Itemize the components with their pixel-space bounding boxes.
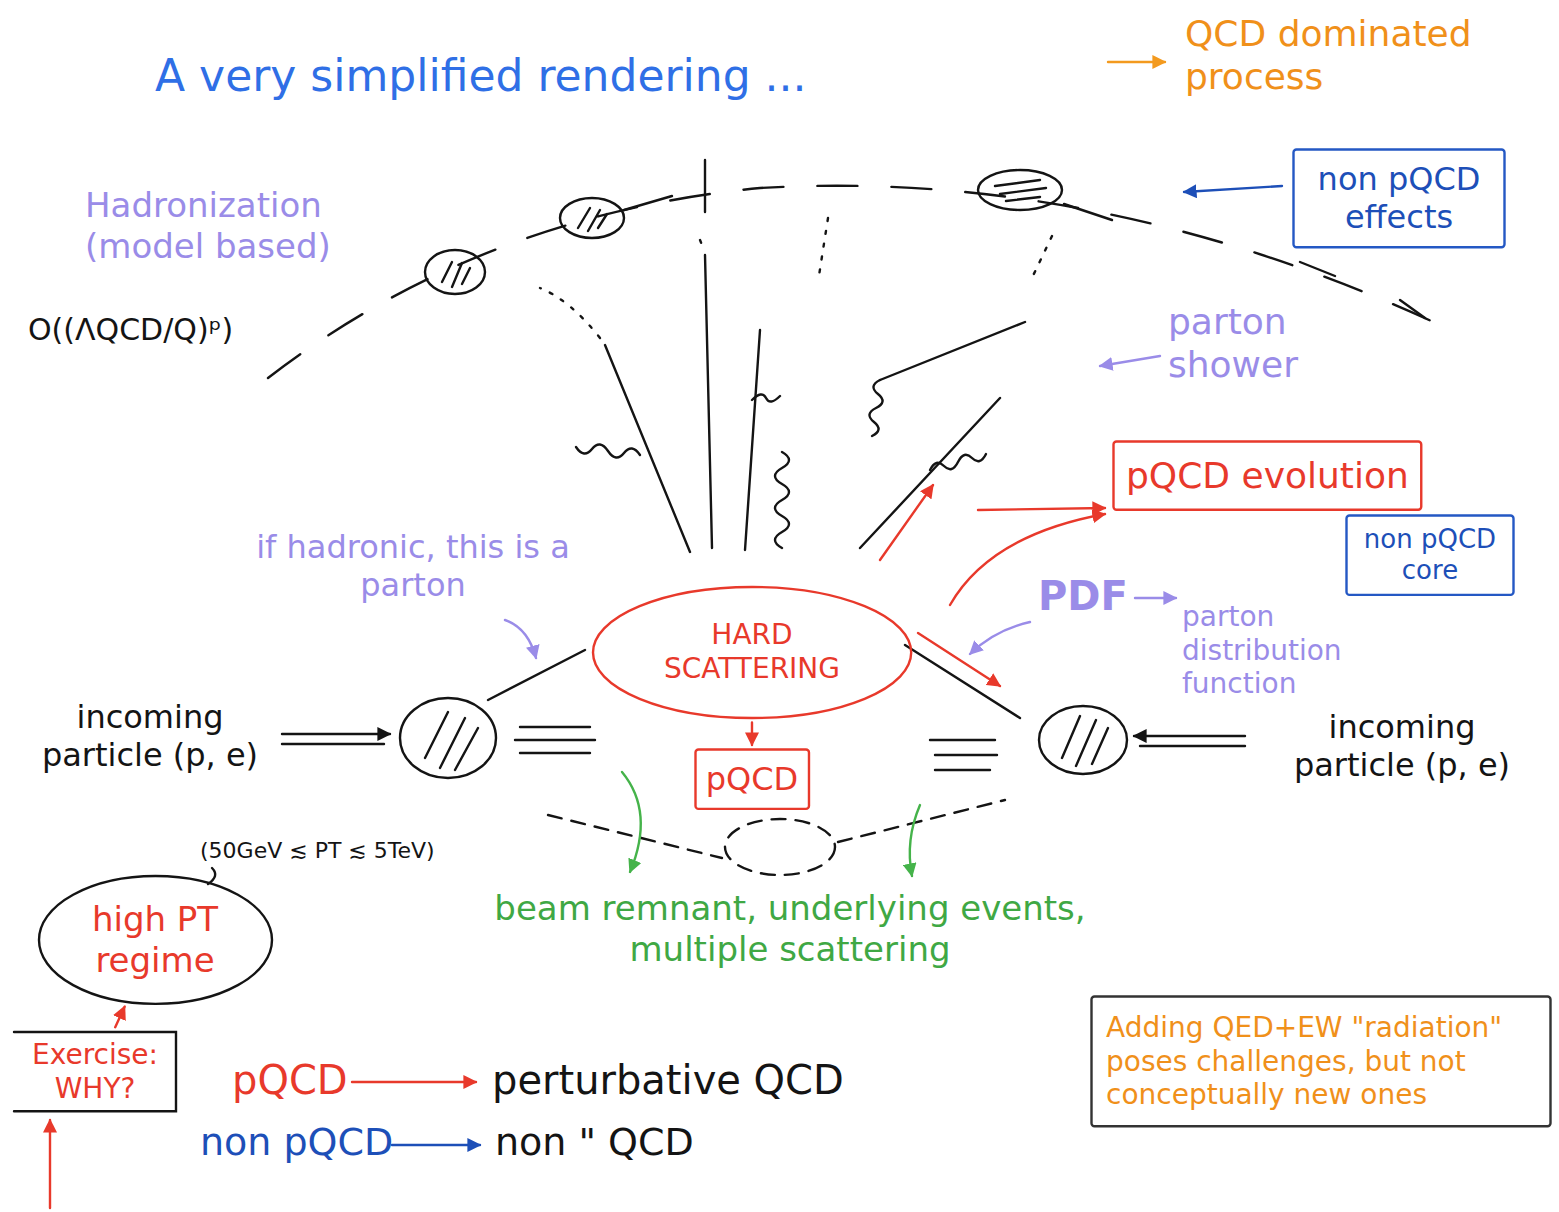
core-box: non pQCD core — [1345, 514, 1515, 596]
parton-line — [880, 322, 1025, 380]
beam-arrow — [1140, 745, 1245, 747]
abbreviation: pQCD — [232, 1056, 348, 1104]
hadron-line — [704, 160, 706, 212]
title: A very simplified rendering ... — [155, 50, 807, 103]
parton-line — [860, 398, 1000, 548]
power-correction: O((ΛQCD/Q)ᵖ) — [28, 312, 233, 348]
connector — [115, 1007, 124, 1028]
remnant-lines — [515, 727, 595, 753]
regime-circle: high PT regime — [37, 874, 274, 1006]
hadron-line — [624, 196, 672, 210]
evolution-arrow — [880, 485, 933, 560]
pqcd-box: pQCD — [694, 748, 810, 810]
blob-hatch — [1062, 716, 1108, 766]
parton-note: if hadronic, this is a parton — [248, 528, 578, 605]
beam-arrow — [282, 743, 384, 745]
blob-hatch — [995, 180, 1046, 201]
pqcd-text: pQCD — [706, 760, 798, 798]
blob-hatch — [442, 262, 470, 287]
outline-ellipse — [593, 587, 911, 718]
pointer-arrow — [49, 1120, 51, 1208]
pt-range: (50GeV ≲ PT ≲ 5TeV) — [200, 838, 435, 864]
effects-box: non pQCD effects — [1292, 148, 1506, 249]
parton-line — [745, 330, 760, 550]
evolution-text: pQCD evolution — [1126, 454, 1409, 497]
evolution-arrow — [978, 508, 1105, 510]
regime-text: high PT regime — [80, 899, 230, 981]
shower-label: parton shower — [1168, 300, 1368, 386]
remnant-lines — [930, 740, 997, 770]
pointer-arrow — [352, 1081, 476, 1083]
outline-rect — [1092, 997, 1551, 1127]
range-bracket — [208, 868, 215, 884]
gluon — [576, 444, 640, 457]
abbreviation: non pQCD — [200, 1120, 393, 1166]
incoming-label: incoming particle (p, e) — [1292, 708, 1512, 785]
note-text: Adding QED+EW "radiation" poses challeng… — [1106, 1011, 1536, 1112]
core-text: non pQCD core — [1355, 524, 1505, 586]
pdf-label: PDF — [1038, 572, 1128, 620]
remnant-dashed — [838, 800, 1005, 842]
incoming-label: incoming particle (p, e) — [40, 698, 260, 775]
remnant-dashed — [548, 815, 722, 858]
beam-arrow — [1134, 735, 1245, 737]
outline-bracket — [14, 1032, 176, 1111]
exercise-text: Exercise: WHY? — [20, 1038, 170, 1105]
parton-line — [605, 345, 690, 552]
hard-scattering-ellipse: HARD SCATTERING — [591, 585, 913, 720]
incoming-blob — [1039, 706, 1127, 774]
hadron-blob — [425, 250, 485, 294]
blob-hatch — [578, 208, 607, 231]
outline-rect — [695, 750, 808, 809]
outline-rect — [1347, 516, 1514, 595]
remnant-label: beam remnant, underlying events, multipl… — [440, 888, 1140, 970]
abbreviation-meaning: non " QCD — [495, 1120, 694, 1166]
hadron-line — [1300, 262, 1335, 276]
outline-rect — [1294, 150, 1505, 248]
hadron-blob — [978, 170, 1062, 210]
parton-line — [705, 255, 712, 548]
hadronization-label: Hadronization (model based) — [85, 185, 385, 267]
incoming-parton — [905, 645, 1020, 718]
gluon — [869, 380, 882, 436]
note-box: Adding QED+EW "radiation" poses challeng… — [1090, 995, 1552, 1128]
pdf-expansion: parton distribution function — [1182, 600, 1422, 701]
pointer-arrow — [392, 1144, 480, 1146]
pointer-arrow — [1135, 597, 1176, 599]
shower-dotted — [1030, 236, 1052, 282]
abbreviation-meaning: perturbative QCD — [492, 1056, 844, 1104]
gluon — [752, 394, 780, 401]
pointer-arrow — [505, 620, 536, 658]
hadron-line — [1400, 300, 1425, 318]
blob-hatch — [425, 712, 478, 770]
exercise-bracket: Exercise: WHY? — [12, 1030, 178, 1113]
outline-ellipse — [39, 876, 272, 1004]
gluon — [775, 452, 789, 548]
evolution-box: pQCD evolution — [1112, 440, 1423, 511]
pointer-arrow — [970, 622, 1030, 654]
process-note: QCD dominated process — [1185, 12, 1515, 98]
effects-text: non pQCD effects — [1304, 160, 1494, 237]
hadron-blob — [560, 198, 624, 238]
pointer-arrow — [1184, 186, 1282, 192]
shower-dotted — [540, 288, 600, 338]
incoming-blob — [400, 698, 496, 778]
shower-dotted — [700, 240, 704, 250]
pointer-arrow — [1100, 356, 1160, 366]
pointer-arrow — [1108, 61, 1165, 63]
gluon — [930, 454, 986, 470]
beam-arrow — [282, 733, 390, 735]
connector — [751, 723, 753, 746]
pointer-arrow — [910, 805, 920, 876]
pointer-arrow — [622, 772, 641, 872]
hadron-line — [1064, 204, 1112, 220]
outline-rect — [1114, 442, 1422, 510]
underlying-event — [725, 819, 835, 875]
shower-dotted — [818, 218, 828, 282]
hard-scattering-text: HARD SCATTERING — [647, 618, 857, 685]
